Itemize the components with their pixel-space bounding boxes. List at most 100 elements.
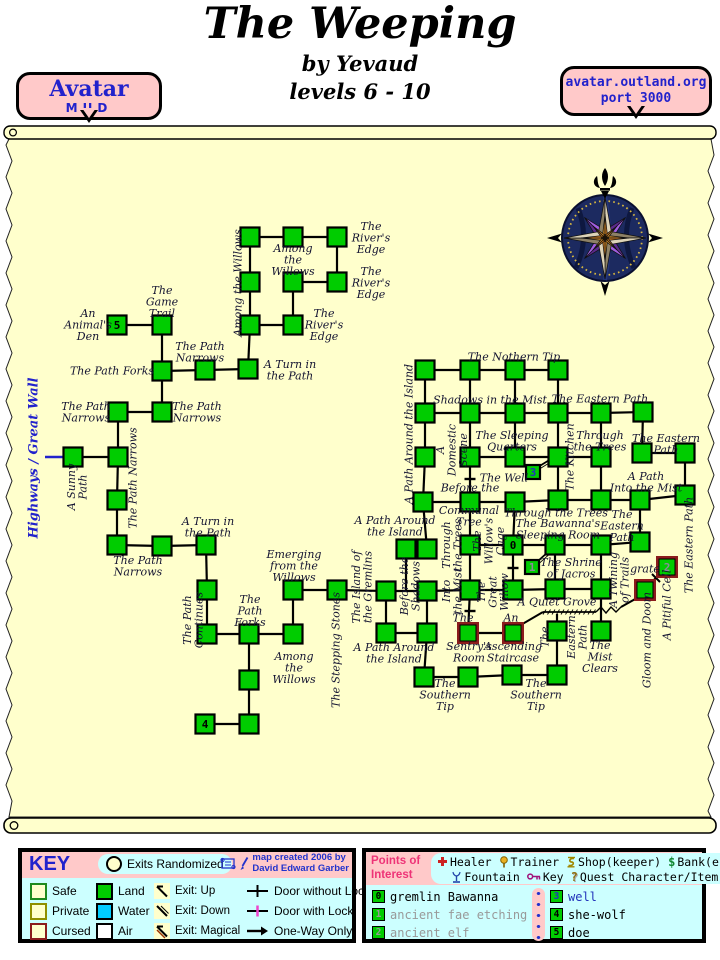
- legend-door-lock: Door with Lock: [246, 903, 370, 919]
- exits-randomized-label: Exits Randomized: [127, 857, 224, 871]
- legend-door-nolock: Door without Lock: [246, 883, 370, 899]
- map-label: The Path Narrows: [127, 427, 140, 529]
- map-room: [239, 226, 261, 248]
- compass-rose-icon: [547, 168, 663, 296]
- legend-cursed: Cursed: [30, 922, 96, 940]
- mud-sub: MUD: [65, 100, 113, 115]
- poi-badge-1: 1: [372, 908, 385, 921]
- map-room: [457, 622, 479, 644]
- legend-private: Private: [30, 902, 96, 920]
- map-room: [416, 538, 438, 560]
- svg-text:2: 2: [664, 561, 671, 574]
- map-room: [326, 579, 348, 601]
- door-without-lock-icon: [247, 885, 268, 897]
- map-room: [459, 359, 481, 381]
- legend-shop: Shop(keeper): [566, 855, 661, 869]
- map-label: A Path Around the Island: [403, 364, 416, 505]
- map-room: [416, 622, 438, 644]
- legend-water: Water: [96, 902, 154, 920]
- map-room: [674, 484, 696, 506]
- map-room: [547, 446, 569, 468]
- map-room: [238, 623, 260, 645]
- map-room: [416, 580, 438, 602]
- map-room: [547, 359, 569, 381]
- map-room: [107, 401, 129, 423]
- map-room: [151, 535, 173, 557]
- cursed-room-swatch: [30, 922, 47, 940]
- map-label: A SunnyPath: [65, 463, 90, 511]
- quest-icon: ?: [570, 869, 578, 884]
- legend-air: Air: [96, 922, 154, 940]
- map-room: [547, 402, 569, 424]
- poi-badge-4: 4: [550, 908, 563, 921]
- svg-text:4: 4: [202, 718, 209, 731]
- page-title: The Weeping: [203, 0, 517, 49]
- map-room: [459, 402, 481, 424]
- map-label: EasternPath: [565, 615, 590, 660]
- map-room: [504, 491, 526, 513]
- legend-one-way: One-Way Only: [246, 923, 370, 939]
- map-room: [106, 489, 128, 511]
- map-room: [629, 531, 651, 553]
- map-room: [62, 446, 84, 468]
- map-room: [282, 226, 304, 248]
- legend-land: Land: [96, 882, 154, 900]
- map-label: The PathContinues: [181, 591, 206, 648]
- fountain-icon: [452, 871, 462, 883]
- poi-entry-3: 3 well: [550, 888, 698, 905]
- map-room: [414, 446, 436, 468]
- legend-key: Key: [526, 870, 564, 884]
- page-byline: by Yevaud: [301, 51, 419, 77]
- pen-icon: [240, 857, 249, 871]
- map-label: Intothe Mist: [440, 567, 465, 614]
- map-label: The Eastern Path: [552, 393, 648, 406]
- map-label: The Path Forks: [70, 365, 154, 378]
- map-room: [282, 579, 304, 601]
- map-label: The Kitchen: [564, 423, 577, 490]
- legend-bank: $ Bank(er): [668, 854, 720, 869]
- legend-fountain: Fountain: [451, 870, 520, 884]
- server-address-badge: avatar.outland.org port 3000: [560, 66, 712, 116]
- map-room: [504, 446, 526, 468]
- map-label: Throughthe Trees: [440, 518, 465, 571]
- map-room: [546, 664, 568, 686]
- map-room: [459, 579, 481, 601]
- map-room: [590, 620, 612, 642]
- poi-entry-2: 2 ancient elf: [372, 924, 530, 941]
- door-with-lock-icon: [247, 905, 268, 917]
- map-room: [151, 360, 173, 382]
- map-room: [504, 402, 526, 424]
- exits-randomized-icon: [106, 856, 122, 872]
- map-room: [195, 534, 217, 556]
- map-room: [326, 226, 348, 248]
- water-room-swatch: [96, 902, 113, 920]
- mud-name: Avatar: [49, 75, 129, 102]
- map-room: [674, 442, 696, 464]
- poi-badge-5: 5: [550, 926, 563, 939]
- map-room: [459, 491, 481, 513]
- header: The Weeping by Yevaud levels 6 - 10: [0, 0, 720, 104]
- map-label: The Stepping Stones: [330, 592, 343, 708]
- map-credit: map created 2006 by David Edward Garber: [220, 852, 349, 875]
- poi-entry-5: 5 doe: [550, 924, 698, 941]
- map-room: [107, 446, 129, 468]
- key-panel-header: KEY Exits Randomized map creat: [22, 852, 352, 878]
- svg-text:1: 1: [529, 561, 536, 574]
